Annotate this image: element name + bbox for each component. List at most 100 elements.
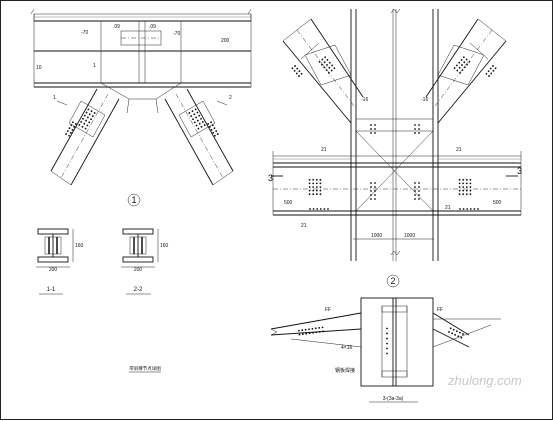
bolt	[370, 132, 372, 134]
bolt	[323, 66, 326, 69]
bolt	[201, 120, 204, 123]
bolt	[458, 61, 461, 64]
bolt-group	[291, 65, 303, 77]
bolt	[305, 332, 308, 335]
svg-text:1: 1	[93, 63, 96, 69]
bolt	[216, 133, 219, 135]
bolt	[82, 117, 84, 120]
bolt	[84, 127, 87, 130]
bolt	[414, 182, 416, 184]
bolt	[308, 182, 311, 185]
svg-text:200: 200	[221, 38, 230, 44]
bolt	[321, 326, 324, 329]
bolt	[314, 327, 317, 330]
bolt-group	[485, 65, 497, 77]
bolt	[494, 67, 497, 70]
bolt	[315, 182, 318, 185]
svg-text:1000: 1000	[404, 233, 415, 239]
bolt	[68, 134, 70, 137]
bolt	[418, 198, 420, 200]
bolt	[487, 70, 490, 73]
bolt	[208, 126, 211, 128]
bolt	[213, 127, 216, 130]
bolt	[455, 330, 458, 333]
bolt	[308, 332, 311, 335]
bolt	[490, 72, 493, 75]
bolt	[414, 186, 416, 188]
bolt	[462, 56, 465, 59]
svg-text:FF: FF	[437, 307, 443, 313]
bolt	[449, 327, 452, 330]
bolt	[458, 66, 461, 69]
bolt	[300, 72, 303, 75]
bolt	[319, 186, 322, 188]
bolt	[198, 122, 201, 125]
bolt	[74, 123, 77, 125]
section-1-1-title: 1-1	[47, 287, 56, 293]
bolt	[370, 190, 372, 192]
bolt	[72, 121, 74, 124]
bolt	[319, 193, 322, 196]
bolt	[465, 193, 468, 196]
bolt	[462, 178, 465, 181]
bolt	[85, 119, 87, 122]
bolt	[462, 186, 465, 188]
bolt	[291, 67, 294, 70]
bolt	[489, 67, 492, 70]
bolt	[194, 108, 197, 111]
bolt	[386, 332, 388, 335]
bolt	[458, 178, 461, 181]
bolt	[324, 56, 327, 59]
bolt	[386, 347, 388, 350]
bolt	[456, 69, 459, 72]
detail-2-number: 2	[390, 276, 395, 286]
bolt	[197, 127, 200, 130]
bolt-group	[207, 121, 219, 137]
bolt-group	[309, 208, 329, 210]
bolt	[453, 67, 456, 70]
detail-1-marker: 1	[127, 193, 141, 207]
bolt-group	[318, 56, 336, 74]
bolt	[215, 130, 218, 132]
bolt	[326, 59, 329, 61]
bolt	[460, 59, 463, 61]
bolt	[452, 328, 455, 331]
bolt	[451, 332, 453, 335]
bolt	[211, 124, 214, 127]
bolt-group	[188, 108, 206, 130]
bolt	[66, 130, 69, 132]
bolt	[312, 186, 315, 188]
bolt	[93, 112, 96, 114]
bolt	[488, 75, 490, 77]
bolt	[370, 182, 372, 184]
bolt	[312, 208, 315, 210]
bolt	[312, 193, 315, 196]
bolt	[200, 125, 203, 128]
bolt	[469, 208, 472, 210]
bolt	[418, 186, 420, 188]
svg-text:钢板焊接: 钢板焊接	[335, 367, 355, 374]
bolt	[374, 124, 376, 126]
bolt	[414, 132, 416, 134]
bolt	[323, 61, 326, 64]
bolt	[296, 67, 299, 70]
bolt	[311, 327, 314, 330]
bolt	[73, 126, 76, 128]
bolt	[90, 110, 93, 113]
bolt	[465, 178, 468, 181]
bolt	[191, 110, 194, 113]
bolt	[315, 331, 318, 334]
bolt	[71, 128, 74, 131]
bolt	[465, 186, 468, 188]
bolt	[308, 328, 310, 331]
bolt	[459, 331, 461, 334]
svg-text:FF: FF	[325, 307, 331, 313]
bolt	[463, 61, 466, 64]
bolt	[207, 123, 210, 125]
bolt	[330, 69, 333, 72]
bolt	[386, 327, 388, 330]
bolt	[374, 194, 376, 196]
bolt	[319, 182, 322, 185]
